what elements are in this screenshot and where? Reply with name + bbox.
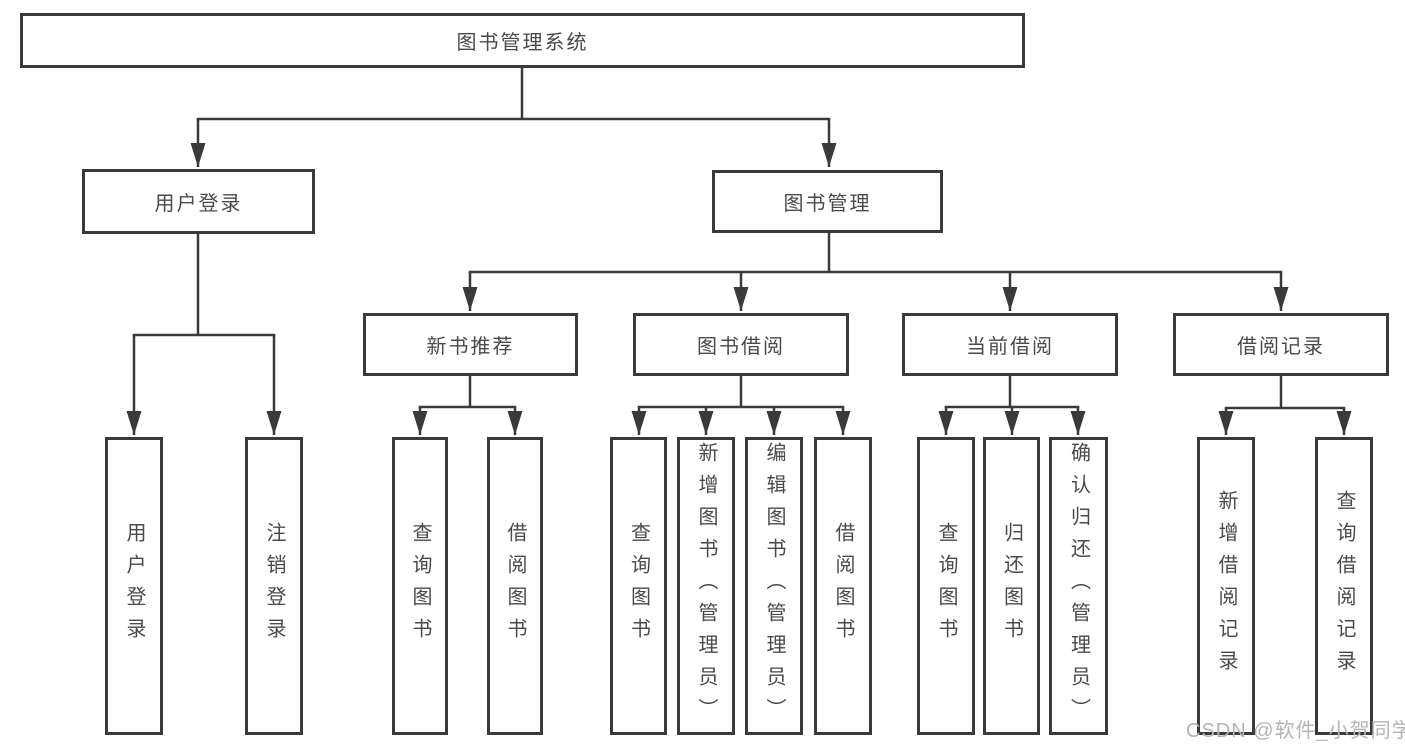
leaf-cb-return-books-label: 归还图书 xyxy=(1000,522,1023,650)
node-current-borrowing: 当前借阅 xyxy=(902,313,1118,376)
leaf-logout-label: 注销登录 xyxy=(263,522,285,650)
leaf-nbr-borrow-books: 借阅图书 xyxy=(487,437,543,735)
leaf-user-login: 用户登录 xyxy=(105,437,163,735)
node-book-borrowing: 图书借阅 xyxy=(633,313,849,376)
leaf-bb-add-book-admin: 新增图书（管理员） xyxy=(677,437,735,735)
node-user-login-label: 用户登录 xyxy=(154,193,243,215)
leaf-cb-confirm-return-admin: 确认归还（管理员） xyxy=(1049,437,1108,735)
leaf-logout: 注销登录 xyxy=(245,437,303,735)
leaf-cb-query-books-label: 查询图书 xyxy=(935,522,957,650)
node-borrowing-records: 借阅记录 xyxy=(1173,313,1389,376)
leaf-cb-query-books: 查询图书 xyxy=(917,437,975,735)
node-new-book-recommend-label: 新书推荐 xyxy=(426,336,515,358)
node-root: 图书管理系统 xyxy=(20,13,1025,68)
node-borrowing-records-label: 借阅记录 xyxy=(1237,336,1325,358)
node-book-management: 图书管理 xyxy=(712,170,943,233)
leaf-bb-borrow-books-label: 借阅图书 xyxy=(832,522,854,650)
csdn-watermark: CSDN @软件_小贺同学 xyxy=(1186,720,1405,742)
node-new-book-recommend: 新书推荐 xyxy=(363,313,578,376)
leaf-br-query-record: 查询借阅记录 xyxy=(1315,437,1373,735)
leaf-bb-borrow-books: 借阅图书 xyxy=(814,437,872,735)
node-user-login: 用户登录 xyxy=(82,169,315,234)
node-book-borrowing-label: 图书借阅 xyxy=(697,336,785,358)
leaf-bb-add-book-admin-label: 新增图书（管理员） xyxy=(695,442,717,730)
leaf-br-add-record-label: 新增借阅记录 xyxy=(1215,490,1237,682)
node-book-management-label: 图书管理 xyxy=(783,193,872,215)
node-root-label: 图书管理系统 xyxy=(456,32,589,54)
leaf-user-login-label: 用户登录 xyxy=(123,522,145,650)
leaf-bb-query-books-label: 查询图书 xyxy=(627,522,650,650)
leaf-nbr-query-books-label: 查询图书 xyxy=(409,522,431,650)
leaf-nbr-borrow-books-label: 借阅图书 xyxy=(504,522,526,650)
leaf-cb-return-books: 归还图书 xyxy=(983,437,1040,735)
leaf-cb-confirm-return-admin-label: 确认归还（管理员） xyxy=(1067,442,1090,730)
leaf-bb-edit-book-admin: 编辑图书（管理员） xyxy=(745,437,803,735)
node-current-borrowing-label: 当前借阅 xyxy=(966,336,1054,358)
leaf-nbr-query-books: 查询图书 xyxy=(392,437,448,735)
leaf-bb-edit-book-admin-label: 编辑图书（管理员） xyxy=(763,442,785,730)
leaf-br-add-record: 新增借阅记录 xyxy=(1197,437,1255,735)
leaf-bb-query-books: 查询图书 xyxy=(610,437,667,735)
leaf-br-query-record-label: 查询借阅记录 xyxy=(1333,490,1355,682)
